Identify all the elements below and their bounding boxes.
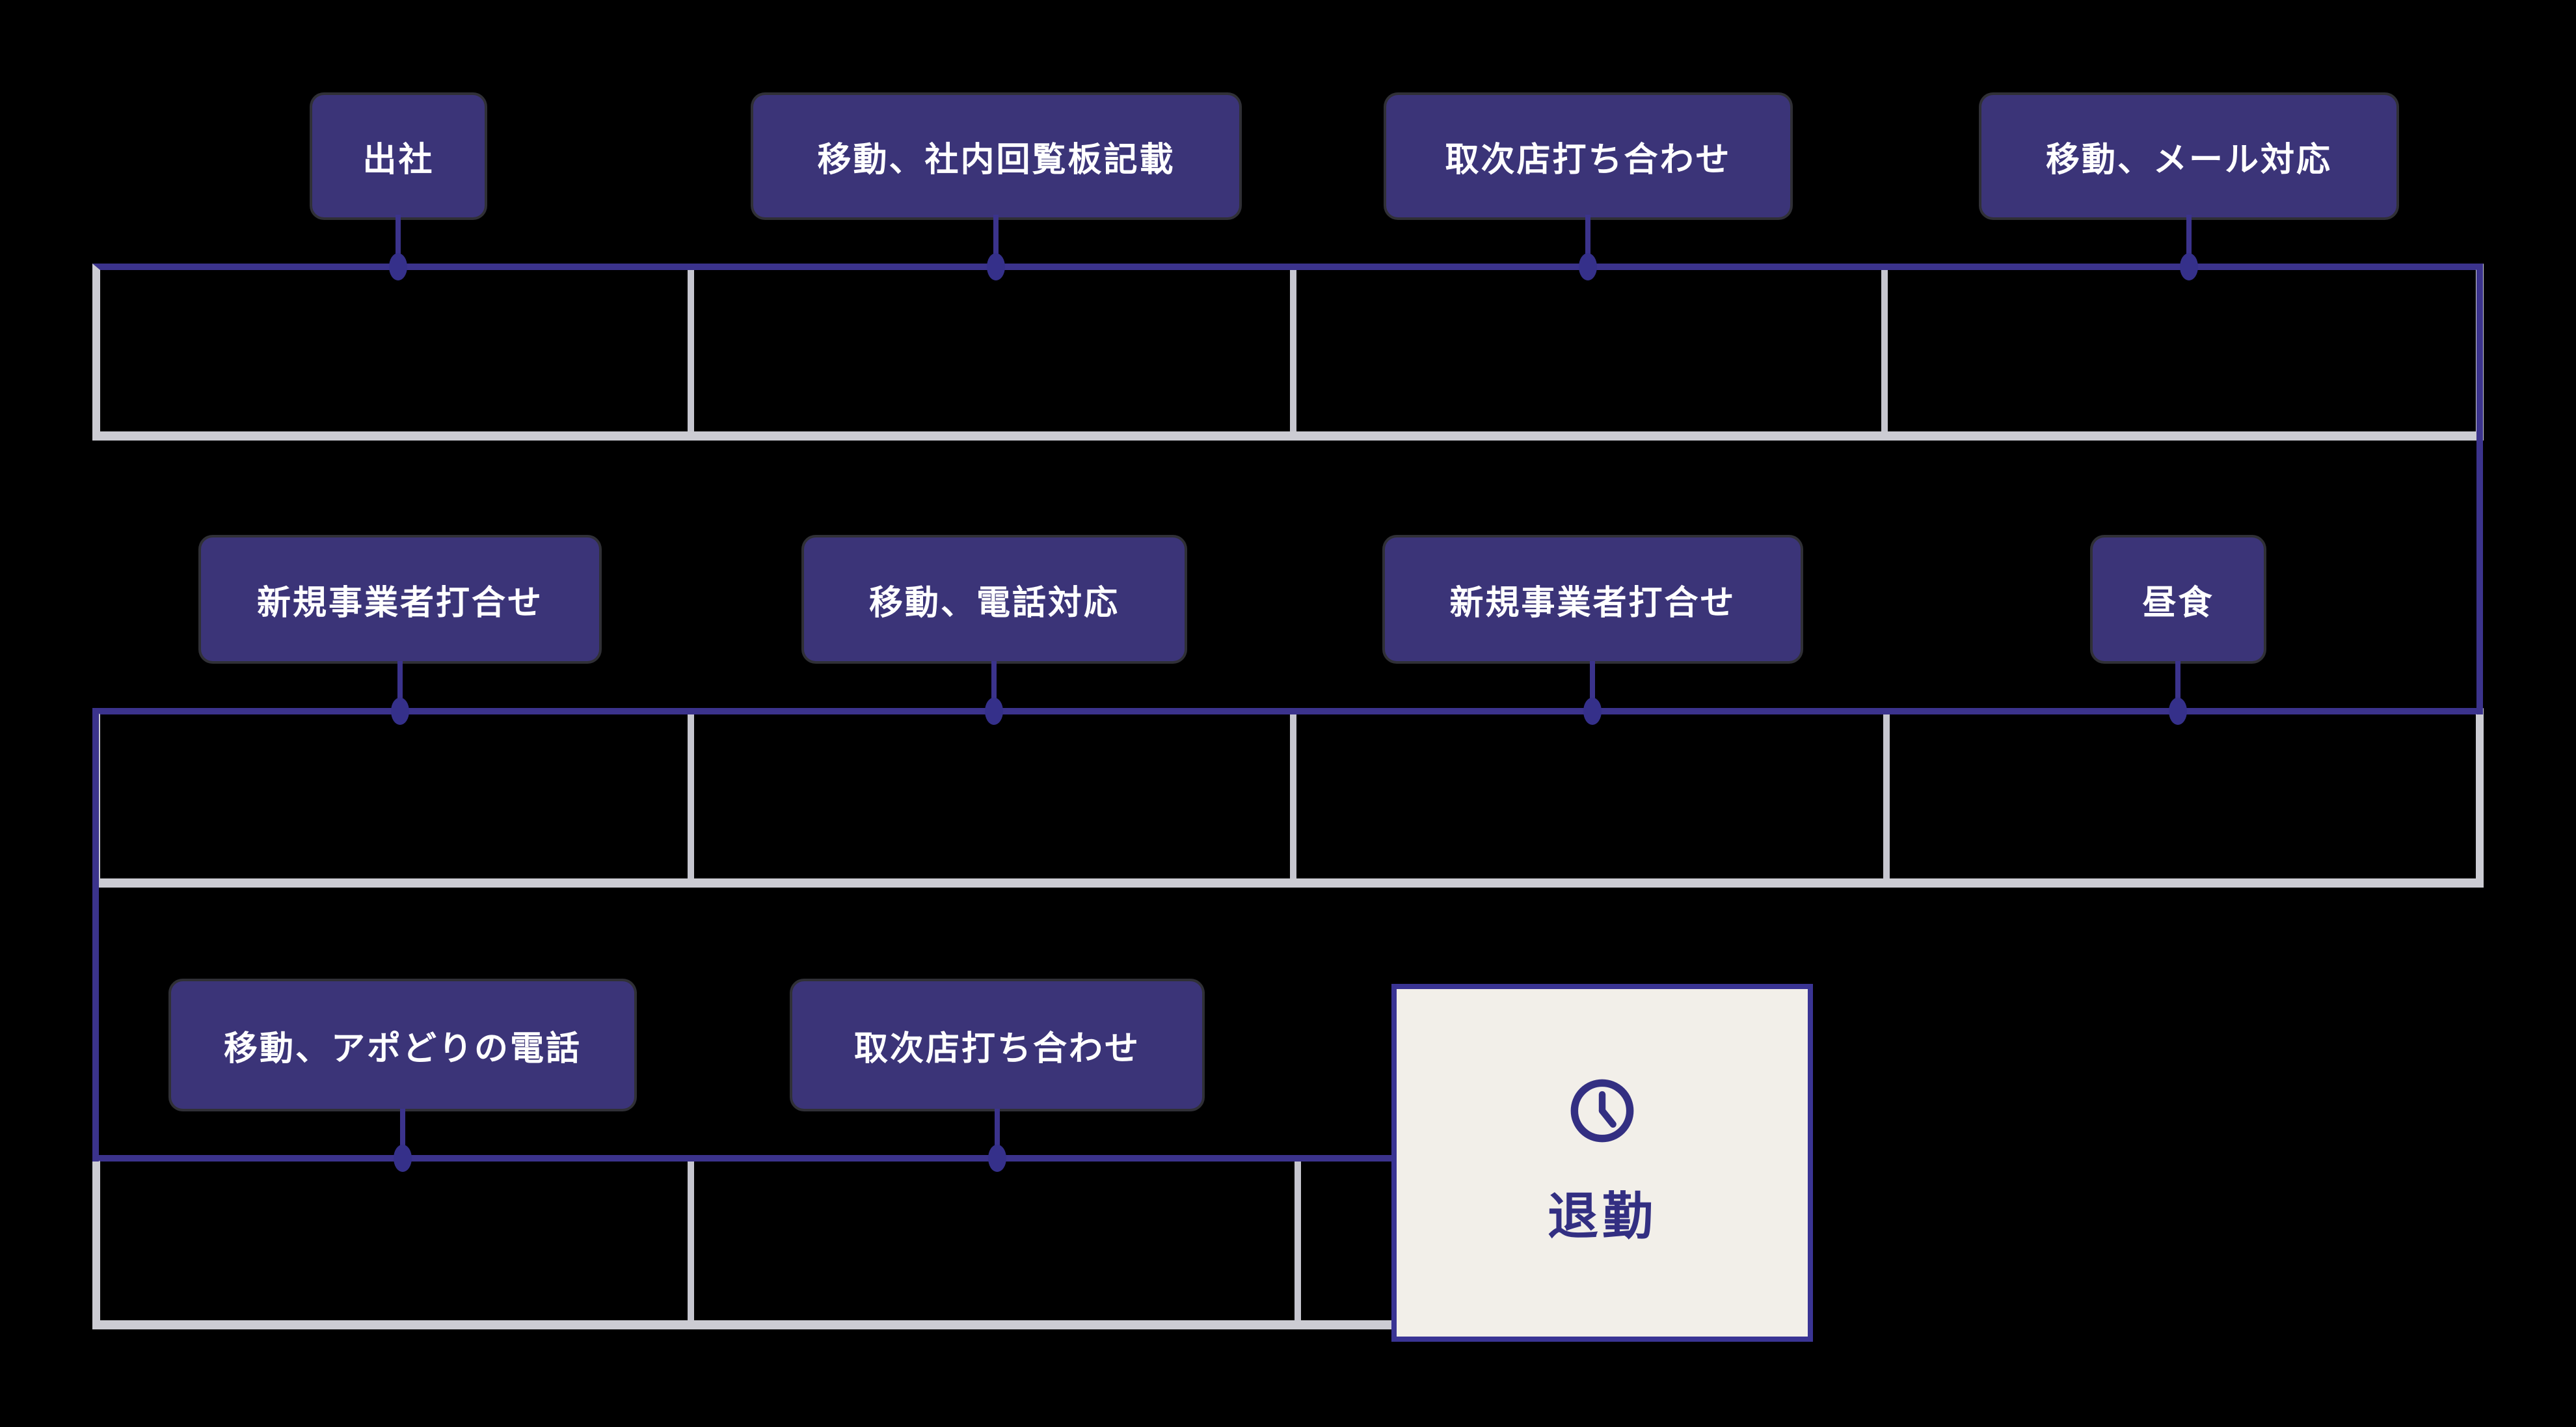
activity-box: 移動、メール対応 [1981,95,2396,217]
node-stem [396,215,401,267]
node-stem [995,1109,1000,1161]
timeline-track-row-3 [92,1155,1395,1329]
timeline-track-row-1 [92,264,2484,441]
activity-box: 取次店打ち合わせ [792,981,1202,1109]
clock-icon [1570,1079,1634,1143]
timeline-track-row-2 [92,708,2484,888]
timeline-dot [1579,253,1597,280]
segment-divider [688,714,694,878]
activity-box: 昼食 [2093,537,2264,661]
activity-box: 新規事業者打合せ [201,537,599,661]
segment-divider [688,270,694,431]
timeline-dot [1583,698,1602,725]
segment-divider [1290,270,1296,431]
segment-divider [1295,1162,1301,1320]
timeline-dot [2180,253,2198,280]
segment-divider [1290,714,1296,878]
node-stem [1585,215,1590,267]
node-stem [2175,661,2180,714]
activity-box: 移動、社内回覧板記載 [753,95,1239,217]
activity-box: 取次店打ち合わせ [1386,95,1790,217]
activity-box: 新規事業者打合せ [1385,537,1801,661]
timeline-dot [394,1145,412,1172]
segment-divider [1881,270,1888,431]
timeline-dot [2169,698,2187,725]
node-stem [991,661,997,714]
node-stem [1590,661,1595,714]
node-stem [2186,215,2192,267]
timeline-dot [391,698,409,725]
end-node-leave-work: 退勤 [1391,984,1813,1342]
activity-box: 出社 [312,95,485,217]
activity-box: 移動、アポどりの電話 [171,981,634,1109]
activity-box: 移動、電話対応 [804,537,1185,661]
segment-divider [1883,714,1890,878]
segment-divider [688,1162,694,1320]
node-stem [993,215,999,267]
timeline-dot [389,253,407,280]
timeline-dot [988,1145,1006,1172]
timeline-dot [985,698,1003,725]
timeline-connector-right [2476,264,2483,714]
node-stem [397,661,403,714]
timeline-dot [987,253,1005,280]
timeline-connector-left [92,708,99,1162]
end-node-label: 退勤 [1547,1188,1657,1245]
node-stem [400,1109,405,1161]
